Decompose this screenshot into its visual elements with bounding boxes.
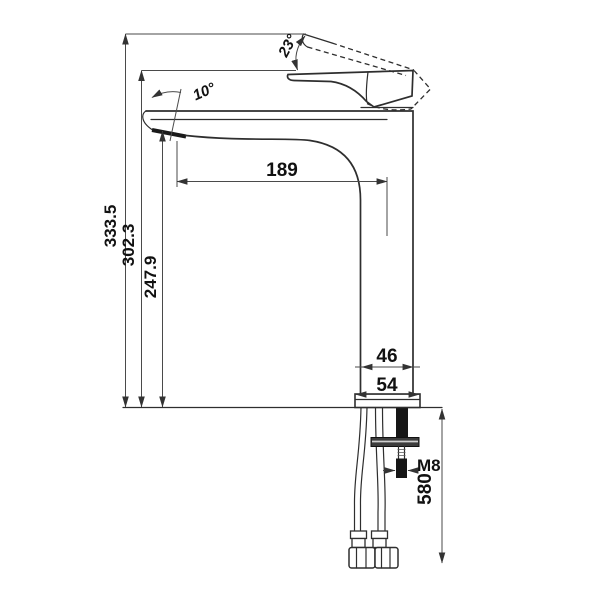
raised-lever-tip-top [302, 33, 333, 44]
base-plate-group [354, 393, 421, 409]
hose-right-wall [374, 406, 379, 532]
base-plate [354, 393, 421, 409]
spout-tip-curve [142, 110, 154, 131]
hose-nut-facets [380, 547, 391, 569]
raised-lever-top-dashed [331, 42, 415, 71]
label-outlet-height: 247.9 [141, 256, 160, 299]
rotated-body-dashed [410, 70, 432, 110]
line-outlet-angle [169, 88, 182, 142]
handle-group [286, 33, 432, 111]
label-handle-height: 302.3 [119, 224, 138, 267]
dimension-lines-group [122, 33, 446, 564]
mounting-stud-upper [396, 407, 408, 438]
hose-ferrule [349, 530, 368, 540]
hose-ferrule [351, 537, 366, 549]
hose-nut-facets [355, 547, 367, 569]
hose-left-wall [359, 406, 368, 532]
spout-aerator [151, 128, 187, 139]
arc-handle-angle [291, 35, 306, 71]
label-overall-height: 333.5 [101, 205, 120, 248]
arc-outlet-angle [151, 89, 182, 98]
faucet-body-group [142, 106, 414, 395]
label-hose-length: 580 [415, 473, 436, 505]
under-counter-group [348, 406, 420, 569]
hose-right-wall [381, 406, 386, 532]
label-outlet-angle: 10° [190, 79, 219, 104]
faucet-deck-and-column-outline [145, 110, 414, 395]
stud-thread-lines [397, 449, 406, 456]
label-body-width: 46 [376, 346, 397, 367]
spout-underside-curve [185, 134, 362, 395]
label-handle-angle: 23° [275, 31, 302, 61]
label-base-width: 54 [376, 375, 398, 396]
hose-ferrule [370, 530, 389, 540]
handle-lever-solid [286, 69, 414, 108]
label-thread-size: M8 [417, 456, 441, 475]
hose-left-wall [353, 406, 362, 532]
hose-nut-left [348, 546, 376, 569]
raised-lever-bottom-dashed [307, 46, 407, 77]
rotation-arc-dashed [366, 102, 412, 111]
hose-nut-right [374, 546, 399, 569]
mounting-stud-tip [396, 458, 407, 478]
label-spout-reach: 189 [266, 160, 298, 181]
hose-ferrule [372, 537, 387, 549]
handle-body-joint-line [365, 71, 369, 103]
